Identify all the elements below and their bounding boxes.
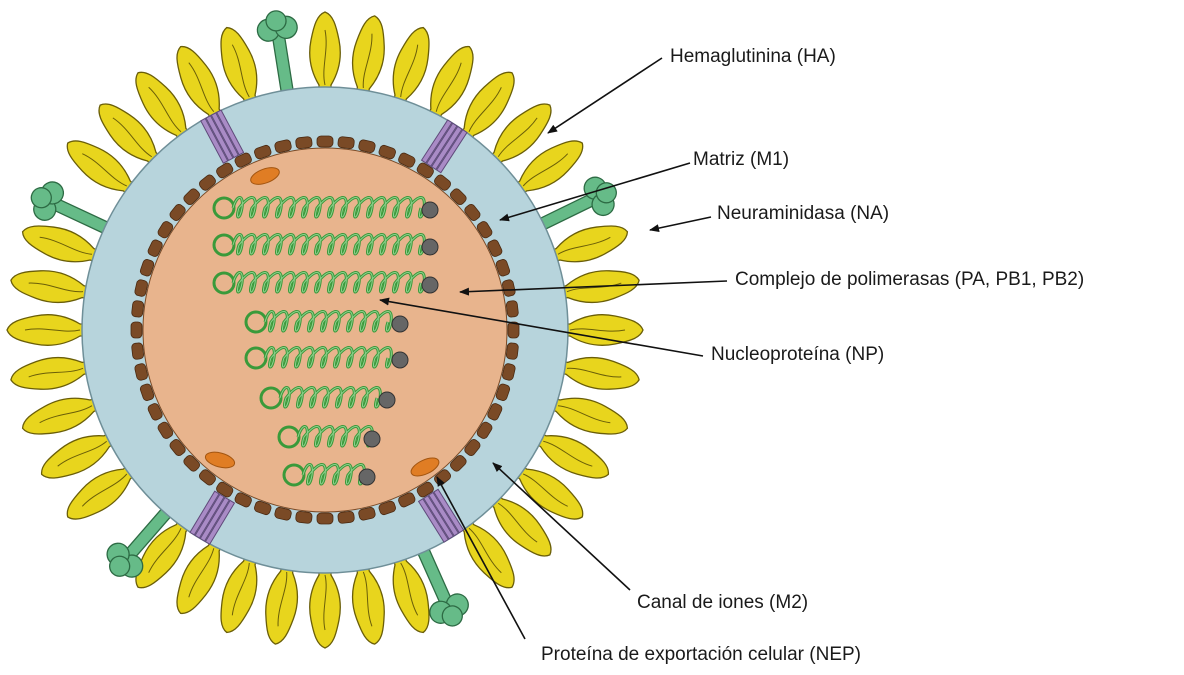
matrix-protein [506, 343, 519, 360]
polymerase-complex [422, 202, 438, 218]
polymerase-complex [364, 431, 380, 447]
polymerase-complex [422, 277, 438, 293]
label-nep: Proteína de exportación celular (NEP) [541, 644, 861, 666]
matrix-protein [131, 300, 144, 317]
polymerase-complex [379, 392, 395, 408]
label-polymerase-complex: Complejo de polimerasas (PA, PB1, PB2) [735, 269, 1084, 291]
matrix-protein [338, 511, 355, 524]
matrix-protein [317, 136, 333, 147]
polymerase-complex [392, 316, 408, 332]
label-nucleoprotein: Nucleoproteína (NP) [711, 344, 884, 366]
matrix-protein [131, 322, 142, 338]
pointer-arrow [548, 58, 662, 133]
polymerase-complex [359, 469, 375, 485]
matrix-protein [131, 343, 144, 360]
matrix-protein [506, 300, 519, 317]
matrix-protein [295, 136, 312, 149]
pointer-arrow [650, 217, 711, 230]
matrix-protein [317, 513, 333, 524]
label-neuraminidase: Neuraminidasa (NA) [717, 203, 889, 225]
label-hemagglutinin: Hemaglutinina (HA) [670, 46, 836, 68]
polymerase-complex [392, 352, 408, 368]
matrix-protein [338, 136, 355, 149]
label-ion-channel: Canal de iones (M2) [637, 592, 808, 614]
label-matrix: Matriz (M1) [693, 149, 789, 171]
polymerase-complex [422, 239, 438, 255]
matrix-protein [295, 511, 312, 524]
